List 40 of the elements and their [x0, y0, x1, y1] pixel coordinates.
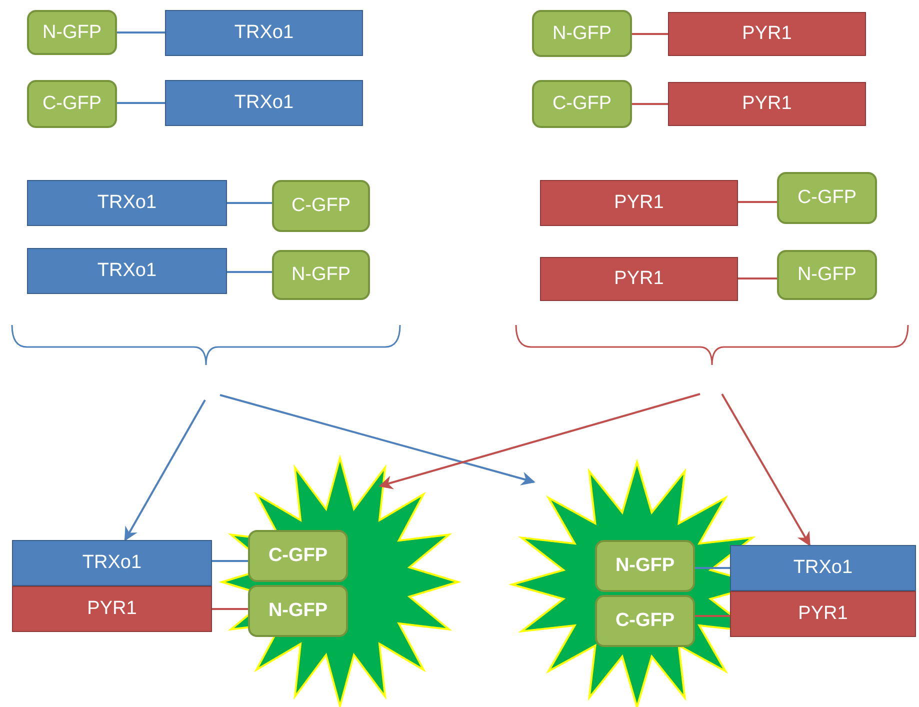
linker-line — [738, 201, 777, 203]
gfp-fragment-box: N-GFP — [595, 540, 695, 592]
linker-line — [695, 567, 730, 569]
arrow — [124, 400, 206, 542]
gfp-fragment-box: C-GFP — [595, 595, 695, 647]
protein-box: PYR1 — [540, 257, 738, 301]
protein-box: TRXo1 — [165, 10, 363, 56]
protein-box: TRXo1 — [165, 80, 363, 126]
linker-line — [117, 102, 165, 104]
linker-line — [227, 271, 272, 273]
protein-box: TRXo1 — [12, 540, 212, 586]
gfp-fragment-box: N-GFP — [272, 250, 370, 300]
protein-box: PYR1 — [12, 586, 212, 632]
arrow — [721, 394, 811, 546]
linker-line — [212, 560, 248, 562]
linker-line — [738, 278, 777, 280]
linker-line — [695, 615, 730, 617]
protein-box: TRXo1 — [730, 545, 916, 591]
protein-box: PYR1 — [540, 180, 738, 226]
gfp-fragment-box: N-GFP — [27, 10, 117, 55]
gfp-fragment-box: C-GFP — [27, 80, 117, 128]
gfp-fragment-box: C-GFP — [532, 80, 632, 128]
arrow — [220, 394, 536, 486]
linker-line — [632, 33, 668, 35]
protein-box: TRXo1 — [27, 180, 227, 226]
linker-line — [212, 608, 248, 610]
gfp-fragment-box: C-GFP — [272, 180, 370, 232]
gfp-fragment-box: C-GFP — [777, 172, 877, 224]
gfp-fragment-box: C-GFP — [248, 530, 348, 582]
arrow — [378, 393, 700, 490]
gfp-fragment-box: N-GFP — [532, 10, 632, 57]
linker-line — [632, 103, 668, 105]
protein-box: TRXo1 — [27, 248, 227, 294]
linker-line — [117, 32, 165, 34]
protein-box: PYR1 — [668, 12, 866, 56]
protein-box: PYR1 — [668, 82, 866, 126]
linker-line — [227, 202, 272, 204]
gfp-fragment-box: N-GFP — [248, 585, 348, 637]
gfp-fragment-box: N-GFP — [777, 250, 877, 300]
protein-box: PYR1 — [730, 591, 916, 637]
